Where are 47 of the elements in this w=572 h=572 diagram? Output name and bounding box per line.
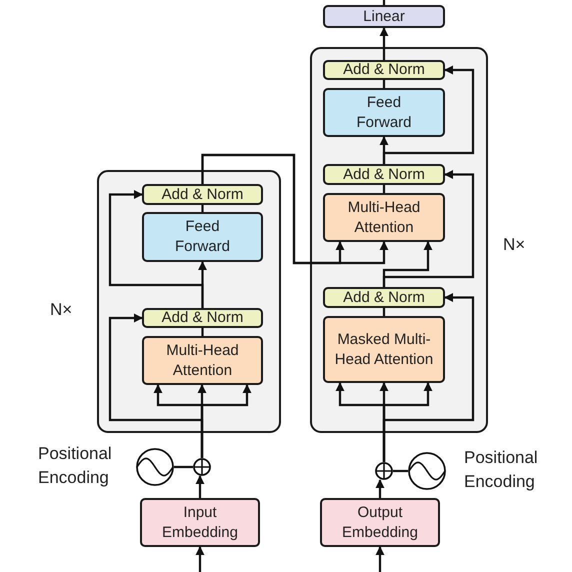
addition-circle [374,461,394,481]
positional-encoding-label: Positional Encoding [464,447,539,493]
arrow [108,190,204,308]
layer-label: Feed Forward [355,92,412,132]
feed-forward-box [323,88,445,137]
layer-label: Linear [363,6,405,26]
layer-label: Masked Multi-Head Attention [334,330,434,370]
masked-attention-box [323,316,445,383]
decoder-block [310,47,488,433]
arrow [382,66,474,164]
layer-label: Multi-Head Attention [165,340,240,380]
addition-circle [192,457,212,477]
repeat-count-label: N× [503,234,526,256]
repeat-count-label: N× [50,299,74,321]
linear-box [323,5,445,28]
arrow [382,293,474,462]
layer-label: Add & Norm [162,184,244,204]
positional-encoding-circle [407,451,447,491]
add-norm-box [142,184,263,205]
layer-label: Output Embedding [341,502,419,542]
layer-label: Add & Norm [162,308,244,328]
attention-box [323,193,445,242]
layer-label: Multi-Head Attention [346,198,422,238]
arrow [382,170,474,287]
arrow [196,546,204,572]
positional-encoding-label: Positional Encoding [38,443,113,489]
attention-box [142,336,263,385]
arrow [201,154,388,264]
add-norm-box [323,287,445,308]
positional-encoding-circle [135,447,175,487]
layer-label: Input Embedding [161,502,239,542]
feed-forward-box [142,212,263,262]
layer-label: Add & Norm [343,164,425,184]
layer-label: Add & Norm [343,60,425,80]
layer-label: Feed Forward [174,217,231,257]
add-norm-box [323,60,445,80]
arrow [108,314,204,458]
arrow [196,475,204,498]
add-norm-box [142,308,263,328]
output-embedding-box [320,498,440,547]
layer-label: Add & Norm [343,288,425,308]
arrow [380,27,388,60]
encoder-block [97,170,281,433]
add-norm-box [323,164,445,185]
arrow [376,479,384,498]
arrow [376,546,384,572]
input-embedding-box [140,498,260,547]
